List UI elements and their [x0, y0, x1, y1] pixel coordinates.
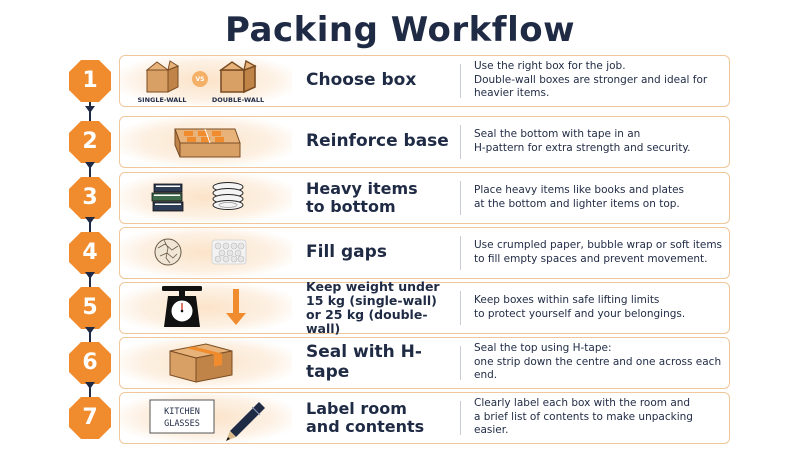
bubble-wrap-icon — [211, 239, 247, 265]
step-number-badge: 6 — [68, 341, 112, 385]
step-description: Place heavy items like books and plates … — [474, 183, 684, 210]
step-description: Seal the bottom with tape in an H-patter… — [474, 127, 691, 154]
step-card: Fill gaps Use crumpled paper, bubble wra… — [119, 227, 730, 279]
step-card: Seal with H-tape Seal the top using H-ta… — [119, 337, 730, 389]
octagon-badge-icon — [69, 397, 111, 439]
step-card: Reinforce base Seal the bottom with tape… — [119, 116, 730, 168]
plates-icon — [212, 182, 244, 210]
octagon-badge-icon — [69, 60, 111, 102]
step-number: 1 — [82, 68, 98, 93]
step-number: 7 — [82, 405, 98, 430]
step-number: 4 — [82, 240, 98, 265]
step-number-badge: 5 — [68, 286, 112, 330]
vs-badge: VS — [192, 71, 208, 87]
box-double-wall-icon — [218, 59, 257, 94]
step-card: VS SINGLE-WALL DOUBLE-WALL Choose box Us… — [119, 55, 730, 107]
step-6: 6 Seal with H-tape Seal the top using H-… — [0, 337, 800, 389]
flow-arrow-icon — [85, 106, 95, 113]
step-description: Keep boxes within safe lifting limits to… — [474, 293, 686, 320]
card-divider — [460, 64, 461, 98]
label-line-1: KITCHEN — [164, 407, 200, 417]
step-card: KITCHEN GLASSES Label room and contents … — [119, 392, 730, 444]
step-description: Seal the top using H-tape: one strip dow… — [474, 341, 722, 382]
page-title: Packing Workflow — [225, 10, 575, 50]
step-7: 7 KITCHEN GLASSES Label room and content… — [0, 392, 800, 444]
step-title: Choose box — [306, 69, 417, 90]
step-number-badge: 2 — [68, 120, 112, 164]
scale-icon — [162, 286, 202, 327]
step-number-badge: 3 — [68, 176, 112, 220]
flow-arrow-icon — [85, 382, 95, 389]
card-divider — [460, 346, 461, 380]
step-number-badge: 7 — [68, 396, 112, 440]
step-illustration — [120, 117, 292, 166]
step-description: Use crumpled paper, bubble wrap or soft … — [474, 238, 723, 265]
step-number: 6 — [82, 350, 98, 375]
flow-arrow-icon — [85, 327, 95, 334]
step-illustration — [120, 228, 292, 277]
single-wall-label: SINGLE-WALL — [137, 96, 186, 104]
flow-arrow-icon — [85, 162, 95, 169]
label-note-icon: KITCHEN GLASSES — [149, 399, 215, 434]
crumpled-paper-icon — [154, 238, 182, 266]
step-card: Keep weight under 15 kg (single-wall) or… — [119, 278, 730, 336]
step-4: 4 — [0, 227, 800, 279]
step-2: 2 Reinforce base Seal the bot — [0, 116, 800, 168]
card-divider — [460, 291, 461, 325]
step-5: 5 Keep weight under 15 kg (single-wall) … — [0, 279, 800, 335]
step-illustration: KITCHEN GLASSES — [120, 393, 292, 442]
step-number: 2 — [82, 129, 98, 154]
down-arrow-icon — [226, 289, 246, 325]
sealed-box-icon — [169, 343, 233, 383]
step-illustration: VS SINGLE-WALL DOUBLE-WALL — [120, 56, 292, 105]
box-single-wall-icon — [145, 60, 180, 93]
step-description: Clearly label each box with the room and… — [474, 396, 693, 437]
step-number: 5 — [82, 295, 98, 320]
card-divider — [460, 125, 461, 159]
taped-box-base-icon — [174, 128, 241, 158]
step-title: Label room and contents — [306, 398, 425, 436]
step-card: Heavy items to bottom Place heavy items … — [119, 172, 730, 224]
card-divider — [460, 236, 461, 270]
step-description: Use the right box for the job. Double-wa… — [474, 59, 708, 100]
octagon-badge-icon — [69, 177, 111, 219]
step-title: Reinforce base — [306, 130, 449, 151]
octagon-badge-icon — [69, 232, 111, 274]
step-number: 3 — [82, 185, 98, 210]
step-title: Keep weight under 15 kg (single-wall) or… — [306, 278, 440, 336]
step-illustration — [120, 338, 292, 387]
books-icon — [151, 183, 184, 212]
step-number-badge: 4 — [68, 231, 112, 275]
step-title: Seal with H-tape — [306, 342, 422, 382]
flow-arrow-icon — [85, 272, 95, 279]
octagon-badge-icon — [69, 287, 111, 329]
label-line-2: GLASSES — [164, 419, 200, 429]
card-divider — [460, 181, 461, 215]
step-1: 1 VS SINGLE- — [0, 55, 800, 107]
step-illustration — [120, 283, 292, 332]
step-3: 3 Heavy items — [0, 172, 800, 224]
card-divider — [460, 401, 461, 435]
vs-label: VS — [196, 76, 205, 83]
octagon-badge-icon — [69, 342, 111, 384]
step-title: Heavy items to bottom — [306, 178, 418, 216]
double-wall-label: DOUBLE-WALL — [212, 96, 264, 104]
step-title: Fill gaps — [306, 241, 387, 262]
step-illustration — [120, 173, 292, 222]
step-number-badge: 1 — [68, 59, 112, 103]
octagon-badge-icon — [69, 121, 111, 163]
flow-arrow-icon — [85, 217, 95, 224]
pen-icon — [226, 402, 265, 441]
